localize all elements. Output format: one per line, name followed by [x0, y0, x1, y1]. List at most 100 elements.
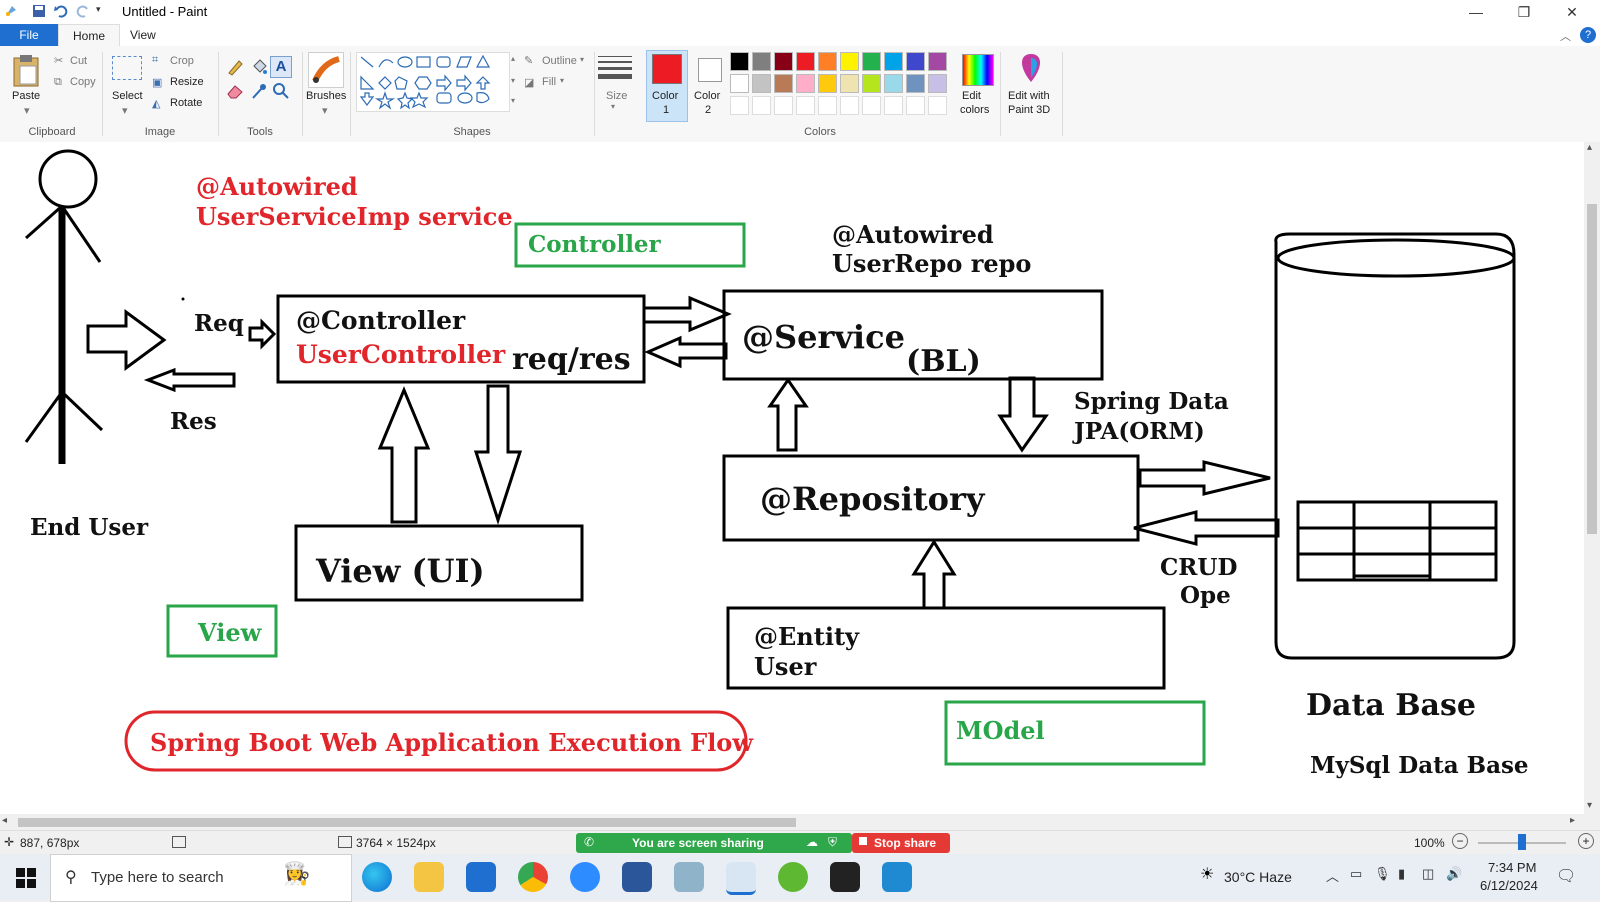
- tab-file[interactable]: File: [0, 24, 58, 46]
- resize-button[interactable]: Resize: [170, 76, 204, 88]
- zoom-app-icon[interactable]: [570, 862, 600, 892]
- color2-label[interactable]: Color: [694, 90, 721, 102]
- palette-color-swatch[interactable]: [884, 52, 903, 71]
- show-hidden-icons-icon[interactable]: ︿: [1326, 869, 1340, 884]
- palette-color-swatch[interactable]: [928, 96, 947, 115]
- battery-icon[interactable]: ▮: [1398, 866, 1406, 881]
- edit-with-paint3d-button-line2[interactable]: Paint 3D: [1008, 104, 1051, 116]
- fill-bucket-icon[interactable]: [250, 58, 268, 81]
- palette-color-swatch[interactable]: [884, 96, 903, 115]
- fill-dropdown-icon[interactable]: ▾: [560, 76, 565, 85]
- redo-icon[interactable]: [76, 4, 90, 18]
- palette-color-swatch[interactable]: [774, 52, 793, 71]
- palette-color-swatch[interactable]: [796, 74, 815, 93]
- palette-color-swatch[interactable]: [884, 74, 903, 93]
- collapse-ribbon-icon[interactable]: ︿: [1560, 31, 1571, 43]
- maximize-button[interactable]: ❐: [1517, 4, 1531, 20]
- zoom-out-icon[interactable]: −: [1452, 833, 1468, 849]
- help-icon[interactable]: ?: [1580, 27, 1596, 43]
- shapes-scroll-up-icon[interactable]: ▴: [511, 54, 516, 63]
- vertical-scroll-thumb[interactable]: [1587, 204, 1597, 534]
- crop-icon[interactable]: ⌗: [152, 54, 159, 66]
- palette-color-swatch[interactable]: [906, 74, 925, 93]
- file-explorer-icon[interactable]: [414, 862, 444, 892]
- drawing-canvas[interactable]: @Autowired UserServiceImp service Contro…: [0, 142, 1584, 814]
- brushes-icon[interactable]: [308, 52, 344, 88]
- select-icon[interactable]: [112, 56, 142, 80]
- tab-home[interactable]: Home: [58, 24, 121, 47]
- eraser-icon[interactable]: [226, 82, 244, 105]
- palette-color-swatch[interactable]: [928, 52, 947, 71]
- network-icon[interactable]: ◫: [1422, 866, 1435, 881]
- size-icon[interactable]: [598, 56, 632, 79]
- paint3d-icon[interactable]: [1016, 52, 1046, 91]
- zoom-in-icon[interactable]: +: [1578, 833, 1594, 849]
- pencil-icon[interactable]: [226, 58, 244, 81]
- palette-color-swatch[interactable]: [840, 52, 859, 71]
- paste-button[interactable]: Paste: [12, 90, 41, 102]
- palette-color-swatch[interactable]: [906, 96, 925, 115]
- scroll-down-icon[interactable]: ▾: [1587, 800, 1593, 811]
- taskbar-search-box[interactable]: ⚲ Type here to search 👩‍🍳: [50, 854, 352, 902]
- palette-color-swatch[interactable]: [840, 74, 859, 93]
- fill-icon[interactable]: ◪: [524, 77, 535, 89]
- scroll-right-icon[interactable]: ▸: [1570, 815, 1576, 826]
- size-button[interactable]: Size: [606, 90, 628, 102]
- palette-color-swatch[interactable]: [928, 74, 947, 93]
- microphone-icon[interactable]: 🎙: [1374, 866, 1391, 881]
- palette-color-swatch[interactable]: [818, 52, 837, 71]
- color-picker-icon[interactable]: [250, 82, 268, 105]
- palette-color-swatch[interactable]: [862, 52, 881, 71]
- rotate-button[interactable]: Rotate: [170, 97, 203, 109]
- chrome-icon[interactable]: [518, 862, 548, 892]
- shapes-scroll-down-icon[interactable]: ▾: [511, 76, 516, 85]
- palette-color-swatch[interactable]: [840, 96, 859, 115]
- notifications-icon[interactable]: 🗨: [1556, 868, 1577, 885]
- horizontal-scroll-thumb[interactable]: [18, 818, 796, 827]
- volume-icon[interactable]: 🔊: [1446, 866, 1463, 881]
- save-icon[interactable]: [32, 4, 46, 18]
- palette-color-swatch[interactable]: [796, 96, 815, 115]
- cut-button[interactable]: Cut: [70, 55, 88, 67]
- edge-icon[interactable]: [362, 862, 392, 892]
- palette-color-swatch[interactable]: [730, 74, 749, 93]
- palette-color-swatch[interactable]: [752, 52, 771, 71]
- minimize-button[interactable]: —: [1469, 4, 1483, 20]
- palette-color-swatch[interactable]: [774, 96, 793, 115]
- brushes-button[interactable]: Brushes: [306, 90, 347, 102]
- word-icon[interactable]: [622, 862, 652, 892]
- clock-date[interactable]: 6/12/2024: [1480, 878, 1538, 893]
- cut-icon[interactable]: ✂: [54, 55, 64, 67]
- weather-text[interactable]: 30°C Haze: [1224, 869, 1292, 885]
- meet-now-icon[interactable]: ▭: [1350, 866, 1363, 881]
- paint-taskbar-icon[interactable]: [726, 862, 756, 895]
- windows-start-icon[interactable]: [16, 868, 36, 893]
- fill-dropdown[interactable]: Fill: [542, 76, 557, 88]
- outline-dropdown[interactable]: Outline: [542, 55, 577, 67]
- spring-tool-suite-icon[interactable]: [778, 862, 808, 892]
- undo-icon[interactable]: [54, 4, 68, 18]
- edit-colors-button-line2[interactable]: colors: [960, 104, 990, 116]
- mail-icon[interactable]: [466, 862, 496, 892]
- edit-colors-icon[interactable]: [962, 54, 994, 86]
- color1-swatch[interactable]: [652, 54, 682, 84]
- color2-number[interactable]: 2: [705, 104, 712, 116]
- paste-icon[interactable]: [12, 54, 40, 93]
- paste-dropdown-icon[interactable]: ▾: [24, 105, 30, 117]
- resize-icon[interactable]: ▣: [152, 77, 163, 89]
- palette-color-swatch[interactable]: [752, 96, 771, 115]
- palette-color-swatch[interactable]: [818, 74, 837, 93]
- customize-quick-access-icon[interactable]: ▾: [96, 4, 101, 14]
- stop-share-button[interactable]: Stop share: [852, 833, 950, 853]
- vscode-icon[interactable]: [882, 862, 912, 892]
- crop-button[interactable]: Crop: [170, 55, 194, 67]
- rotate-icon[interactable]: ◭: [152, 98, 161, 110]
- palette-color-swatch[interactable]: [862, 96, 881, 115]
- tab-view[interactable]: View: [130, 28, 156, 42]
- close-button[interactable]: ✕: [1566, 4, 1578, 20]
- copy-icon[interactable]: ⧉: [54, 76, 62, 88]
- palette-color-swatch[interactable]: [906, 52, 925, 71]
- brushes-dropdown-icon[interactable]: ▾: [322, 105, 328, 117]
- palette-color-swatch[interactable]: [730, 52, 749, 71]
- size-dropdown-icon[interactable]: ▾: [611, 102, 616, 111]
